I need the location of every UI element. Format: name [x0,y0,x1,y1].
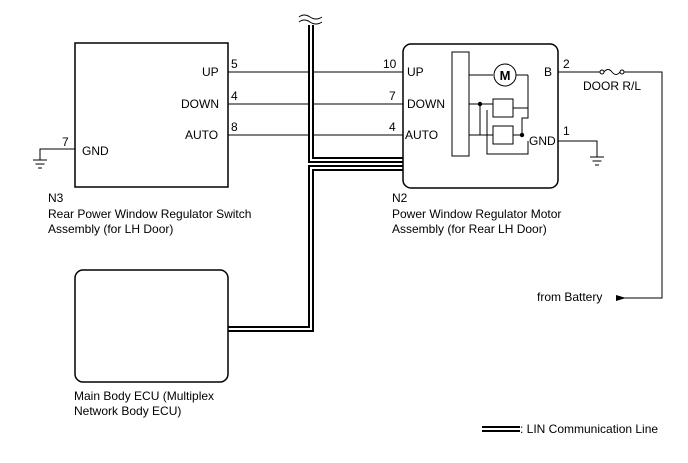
ecu-box [74,269,229,383]
n3-pin-up-label: UP [202,65,219,79]
n2-pin-gnd-label: GND [529,134,556,148]
n2-pin-auto-label: AUTO [405,128,438,142]
n2-internal-circuit: M [451,51,529,157]
n3-name-line2: Assembly (for LH Door) [48,222,173,236]
n2-pin-up-label: UP [407,65,424,79]
n2-pin-down-label: DOWN [407,97,445,111]
n2-name-line1: Power Window Regulator Motor [392,207,561,221]
fuse-label: DOOR R/L [583,79,641,93]
n3-pin-down-label: DOWN [181,97,219,111]
n3-pin-up-number: 5 [231,57,238,71]
legend-label: : LIN Communication Line [520,422,658,436]
lin-communication-line [228,25,403,332]
wire-break-icon [298,14,323,25]
wire-battery [616,71,663,299]
n3-pin-gnd-number: 7 [62,135,69,149]
n3-name-line1: Rear Power Window Regulator Switch [48,207,251,221]
arrow-icon [616,295,626,301]
fuse-icon [599,69,625,75]
n3-connector-code: N3 [48,191,64,205]
motor-icon: M [493,63,517,87]
n2-pin-up-number: 10 [383,57,397,71]
n2-pin-gnd-number: 1 [563,124,570,138]
ecu-name-line1: Main Body ECU (Multiplex [74,389,214,403]
svg-text:M: M [500,68,511,83]
ecu-name-line2: Network Body ECU) [74,404,181,418]
n3-ground-icon [33,148,75,169]
battery-label: from Battery [537,290,602,304]
n2-connector-code: N2 [392,191,408,205]
n2-pin-b-label: B [544,65,552,79]
n3-switch-box [74,42,229,188]
n3-pin-auto-label: AUTO [185,128,218,142]
n2-name-line2: Assembly (for Rear LH Door) [392,222,547,236]
n2-pin-b-number: 2 [563,57,570,71]
n3-pin-gnd-label: GND [82,144,109,158]
n3-pin-down-number: 4 [231,89,238,103]
n2-ground-icon [558,140,604,166]
n2-pin-auto-number: 4 [389,120,396,134]
n2-pin-down-number: 7 [389,89,396,103]
n3-pin-auto-number: 8 [231,120,238,134]
